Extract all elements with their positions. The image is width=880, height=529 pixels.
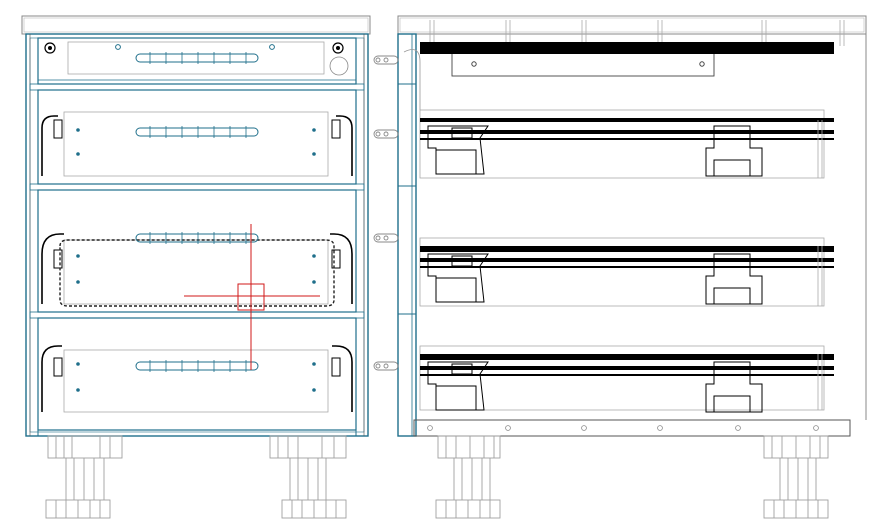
runner-4 (420, 354, 834, 360)
drawer-front-4[interactable] (37, 317, 357, 431)
selection-outline (59, 239, 335, 307)
front-leg-right (269, 435, 347, 519)
side-drawer-3 (419, 237, 834, 307)
side-drawer-4 (419, 345, 834, 413)
side-leg-right (763, 435, 829, 519)
front-leg-left (45, 435, 123, 519)
handle-rail-3 (135, 233, 259, 243)
side-drawer-1 (403, 42, 834, 110)
crosshair-cursor (184, 224, 320, 370)
side-leg-left (435, 435, 501, 519)
side-plinth (413, 419, 851, 437)
cabinet-carcass (25, 33, 369, 437)
drawer-front-3[interactable] (37, 189, 357, 313)
handle-rail-4 (135, 361, 259, 371)
runner-3 (420, 246, 834, 252)
front-view (21, 15, 371, 519)
runner-2 (420, 118, 834, 122)
handle-rail-2 (135, 127, 259, 137)
drawer-front-2[interactable] (37, 89, 357, 185)
side-drawer-2 (419, 109, 834, 179)
side-view (373, 15, 867, 519)
side-front-panel (397, 33, 417, 437)
drawer-front-1[interactable] (37, 37, 357, 85)
handle-rail-1 (135, 53, 259, 63)
